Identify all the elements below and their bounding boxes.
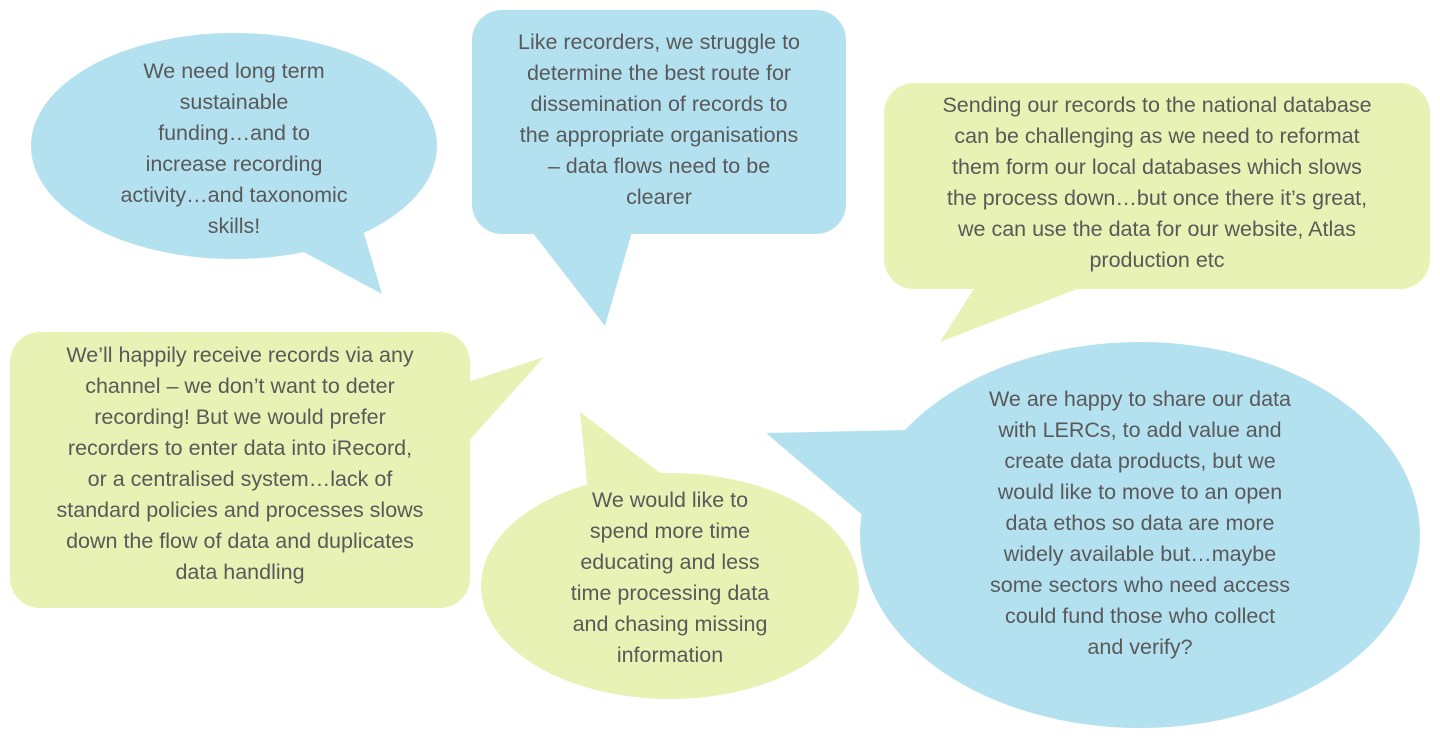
bubble-text-line: funding…and to — [158, 121, 310, 145]
bubble-text-line: Like recorders, we struggle to — [517, 30, 801, 54]
speech-bubble-funding-text: We need long term sustainable funding…an… — [84, 56, 384, 242]
speech-bubble-funding — [31, 33, 437, 294]
bubble-text-line: recording! But we would prefer — [94, 405, 386, 429]
bubble-text-line: channel – we don’t want to deter — [85, 374, 395, 398]
bubble-text-line: time processing data — [570, 581, 770, 605]
speech-bubble-dissemination-tail — [532, 232, 632, 326]
speech-bubble-receive-records-tail — [468, 357, 544, 442]
speech-bubble-educating — [481, 412, 859, 699]
speech-bubble-funding-body — [31, 33, 437, 259]
speech-bubble-dissemination — [472, 10, 846, 326]
speech-bubble-receive-records — [10, 332, 544, 608]
bubble-text-line: some sectors who need access — [990, 573, 1290, 597]
speech-bubble-national-database-body — [884, 83, 1430, 289]
speech-bubble-educating-tail — [580, 412, 672, 492]
speech-bubble-open-data-text: We are happy to share our data with LERC… — [950, 384, 1330, 663]
bubble-text-line: data handling — [175, 560, 305, 584]
bubble-text-line: We need long term — [143, 59, 325, 83]
bubble-text-line: educating and less — [580, 550, 760, 574]
speech-bubble-educating-text: We would like to spend more time educati… — [520, 485, 820, 671]
speech-bubble-national-database-text: Sending our records to the national data… — [892, 90, 1422, 276]
speech-bubble-funding-tail — [300, 220, 382, 294]
speech-bubble-receive-records-text: We’ll happily receive records via any ch… — [18, 340, 462, 588]
bubble-text-line: – data flows need to be — [547, 154, 771, 178]
bubble-text-line: We’ll happily receive records via any — [66, 343, 414, 367]
speech-bubble-dissemination-body — [472, 10, 846, 234]
bubble-text-line: sustainable — [179, 90, 289, 114]
bubble-text-line: We would like to — [591, 488, 749, 512]
bubble-text-line: would like to move to an open — [997, 480, 1283, 504]
bubble-text-line: We are happy to share our data — [989, 387, 1291, 411]
speech-bubble-receive-records-body — [10, 332, 470, 608]
bubble-text-line: we can use the data for our website, Atl… — [958, 217, 1356, 241]
bubble-text-line: data ethos so data are more — [1005, 511, 1275, 535]
bubble-text-line: recorders to enter data into iRecord, — [67, 436, 413, 460]
bubble-text-line: the appropriate organisations — [519, 123, 799, 147]
bubble-text-line: production etc — [1089, 248, 1225, 272]
speech-bubble-national-database-tail — [940, 287, 1082, 342]
bubble-text-line: can be challenging as we need to reforma… — [954, 124, 1360, 148]
bubble-text-line: spend more time — [589, 519, 751, 543]
speech-bubble-open-data-body — [860, 342, 1420, 728]
bubble-text-line: widely available but…maybe — [1003, 542, 1277, 566]
bubble-text-line: or a centralised system…lack of — [87, 467, 393, 491]
bubble-text-line: and verify? — [1087, 635, 1193, 659]
bubble-text-line: create data products, but we — [1004, 449, 1276, 473]
speech-bubble-national-database — [884, 83, 1430, 342]
bubble-text-line: activity…and taxonomic — [120, 183, 348, 207]
bubble-text-line: dissemination of records to — [530, 92, 788, 116]
bubble-text-line: and chasing missing — [572, 612, 768, 636]
bubble-text-line: them form our local databases which slow… — [952, 155, 1362, 179]
bubble-text-line: information — [616, 643, 724, 667]
speech-bubble-educating-body — [481, 473, 859, 699]
bubble-text-line: Sending our records to the national data… — [942, 93, 1372, 117]
bubble-text-line: clearer — [626, 185, 692, 209]
bubble-text-line: down the flow of data and duplicates — [66, 529, 414, 553]
speech-bubble-open-data-tail — [766, 430, 905, 530]
bubble-text-line: increase recording — [145, 152, 323, 176]
bubble-text-line: standard policies and processes slows — [56, 498, 424, 522]
bubble-text-line: with LERCs, to add value and — [998, 418, 1282, 442]
bubble-text-line: determine the best route for — [526, 61, 792, 85]
speech-bubble-dissemination-text: Like recorders, we struggle to determine… — [479, 27, 839, 213]
bubble-text-line: the process down…but once there it’s gre… — [946, 186, 1368, 210]
speech-bubble-open-data — [766, 342, 1420, 728]
bubble-text-line: skills! — [207, 214, 261, 238]
bubble-text-line: could fund those who collect — [1004, 604, 1276, 628]
